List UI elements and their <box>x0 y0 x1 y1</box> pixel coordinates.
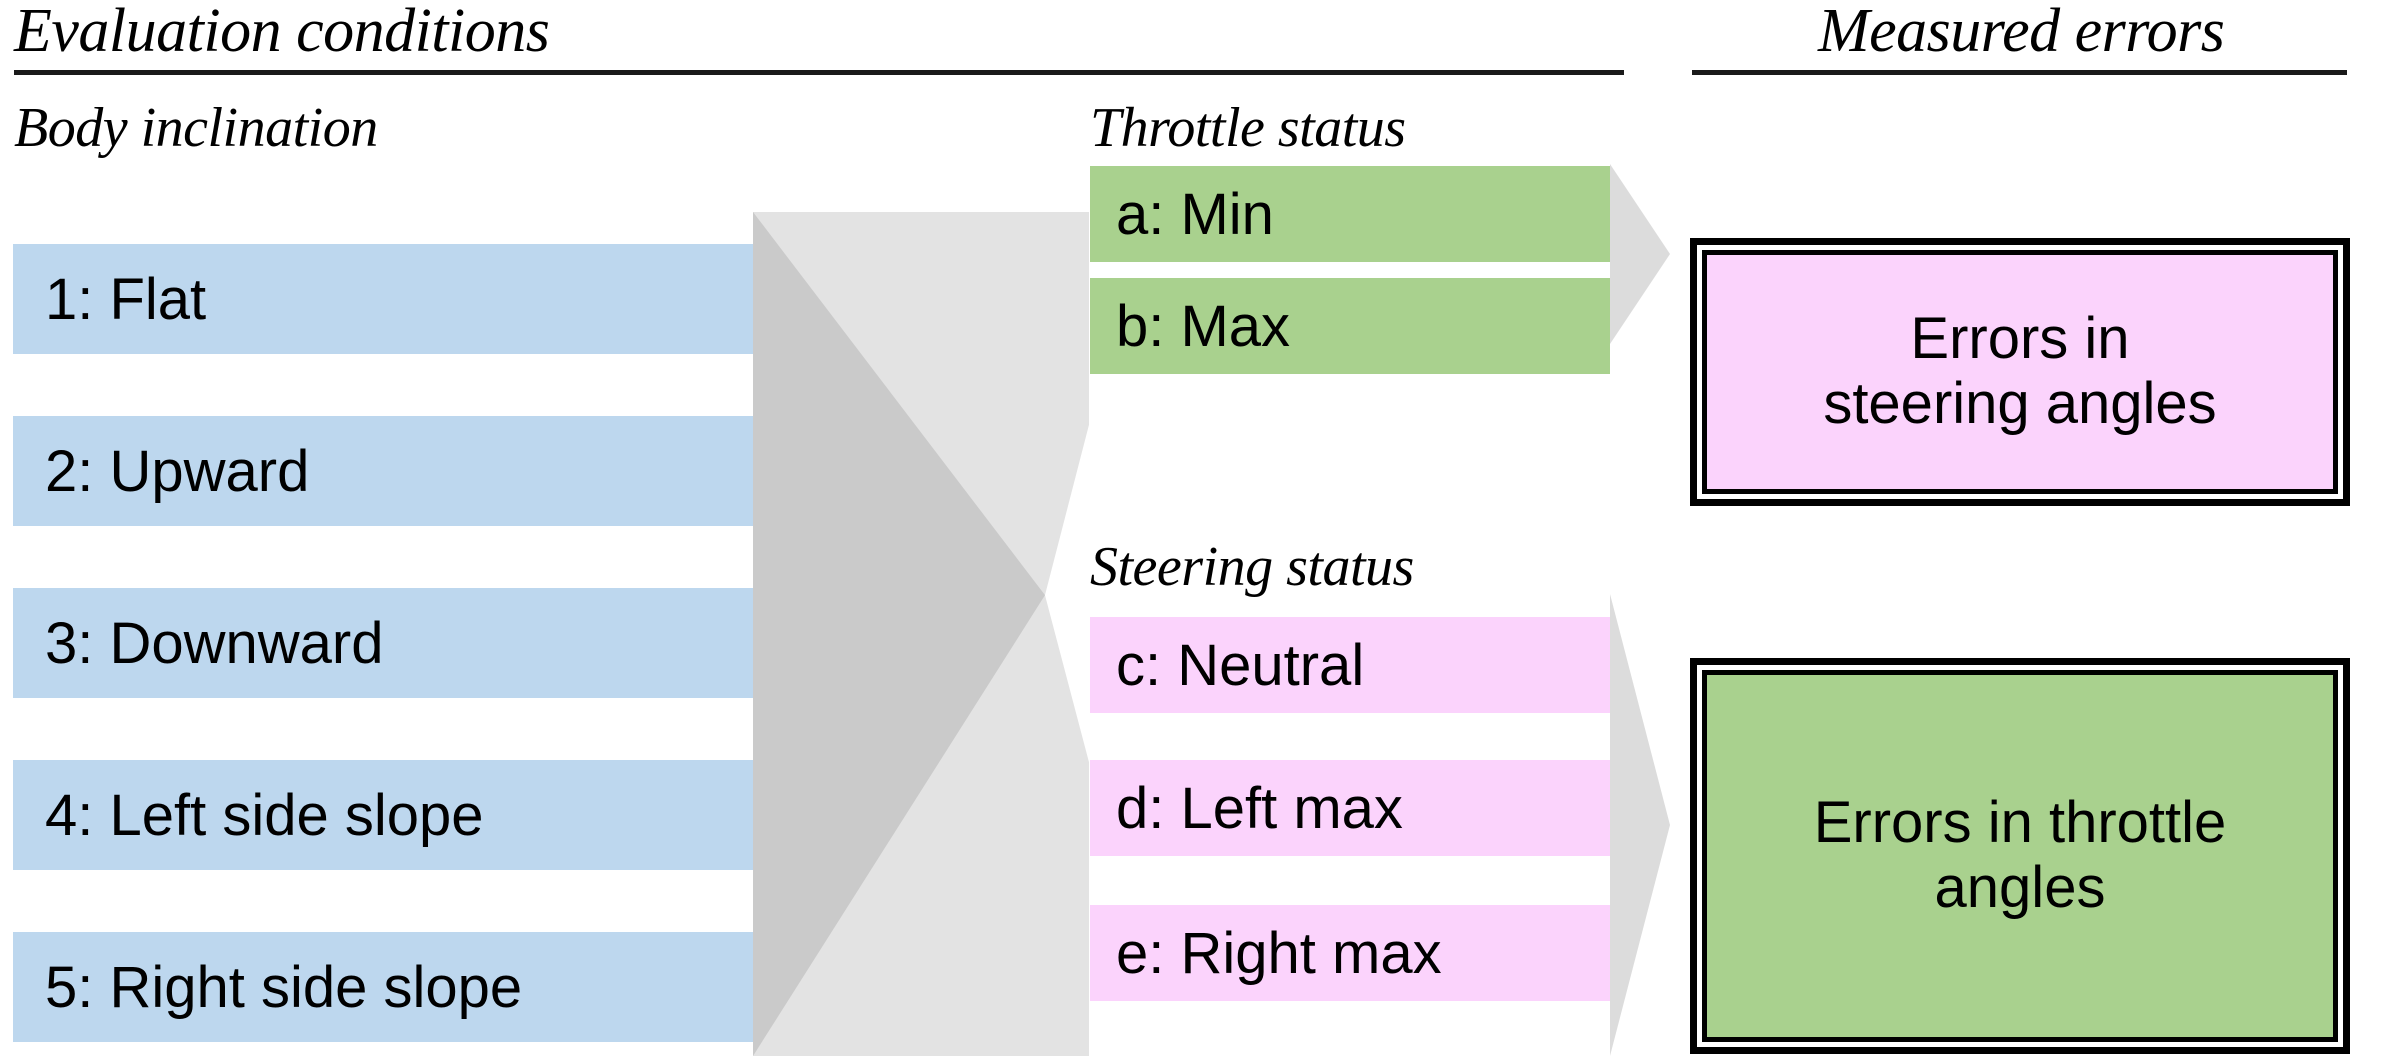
list-item-label: b: Max <box>1116 293 1291 359</box>
subheader-throttle-status: Throttle status <box>1090 97 1406 159</box>
list-item-label: a: Min <box>1116 181 1274 247</box>
list-item-throttle-status-b[interactable]: b: Max <box>1090 278 1610 374</box>
header-rule-right <box>1692 70 2347 75</box>
list-item-steering-status-d[interactable]: d: Left max <box>1090 760 1610 856</box>
list-item-body-inclination-1[interactable]: 1: Flat <box>13 244 753 354</box>
subheader-body-inclination: Body inclination <box>14 97 378 159</box>
result-box-steering-errors-inner: Errors in steering angles <box>1702 250 2338 494</box>
result-box-steering-errors[interactable]: Errors in steering angles <box>1690 238 2350 506</box>
list-item-label: d: Left max <box>1116 775 1403 841</box>
result-box-throttle-errors-inner: Errors in throttle angles <box>1702 670 2338 1042</box>
list-item-body-inclination-2[interactable]: 2: Upward <box>13 416 753 526</box>
list-item-label: 1: Flat <box>45 266 207 332</box>
list-item-steering-status-e[interactable]: e: Right max <box>1090 905 1610 1001</box>
list-item-throttle-status-a[interactable]: a: Min <box>1090 166 1610 262</box>
result-label-line1: Errors in <box>1910 306 2130 372</box>
header-rule-left <box>14 70 1624 75</box>
list-item-body-inclination-3[interactable]: 3: Downward <box>13 588 753 698</box>
list-item-label: e: Right max <box>1116 920 1442 986</box>
list-item-label: 3: Downward <box>45 610 384 676</box>
header-evaluation-conditions: Evaluation conditions <box>14 0 550 65</box>
result-box-throttle-errors[interactable]: Errors in throttle angles <box>1690 658 2350 1054</box>
list-item-label: 4: Left side slope <box>45 782 484 848</box>
list-item-label: 2: Upward <box>45 438 310 504</box>
header-measured-errors: Measured errors <box>1818 0 2225 65</box>
result-label-line2: angles <box>1934 855 2106 920</box>
list-item-label: c: Neutral <box>1116 632 1365 698</box>
list-item-body-inclination-4[interactable]: 4: Left side slope <box>13 760 753 870</box>
result-label-line2: steering angles <box>1823 371 2217 436</box>
list-item-body-inclination-5[interactable]: 5: Right side slope <box>13 932 753 1042</box>
list-item-steering-status-c[interactable]: c: Neutral <box>1090 617 1610 713</box>
subheader-steering-status: Steering status <box>1090 536 1414 598</box>
arrow-right-icon-steering-to-throttle-errors <box>1610 594 1670 1056</box>
result-label-line1: Errors in throttle <box>1813 790 2227 856</box>
arrow-right-icon-throttle-to-steering-errors <box>1610 164 1670 344</box>
list-item-label: 5: Right side slope <box>45 954 523 1020</box>
